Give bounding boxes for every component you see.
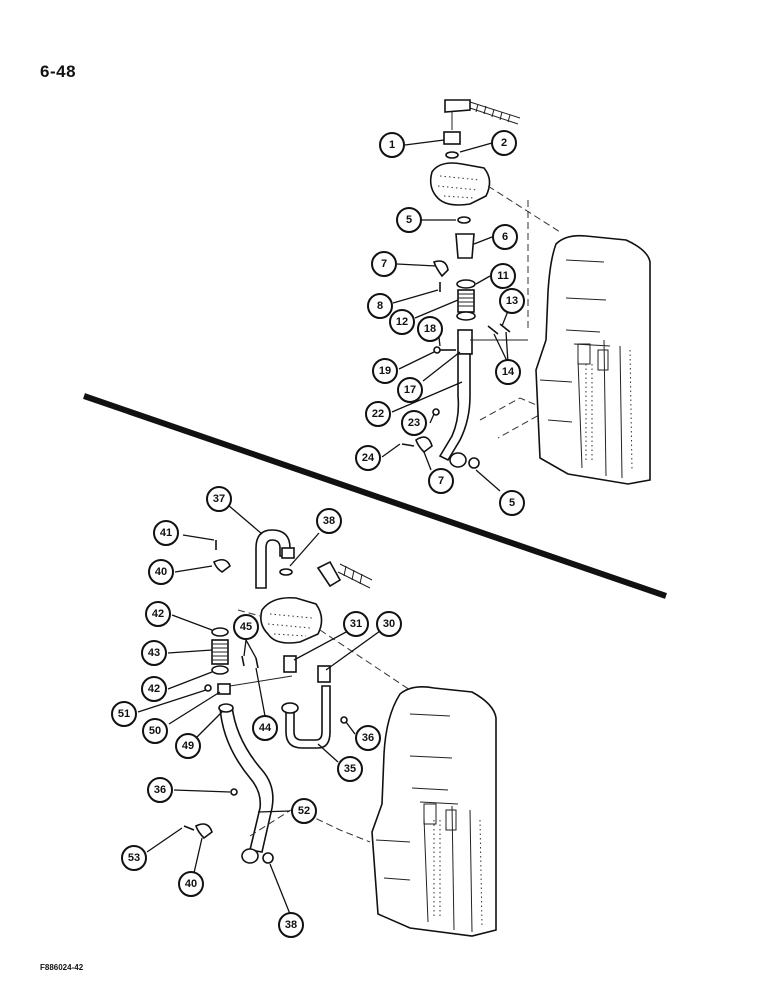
svg-text:37: 37	[213, 493, 225, 505]
callout-18: 18	[417, 316, 443, 342]
callout-35: 35	[337, 756, 363, 782]
svg-text:51: 51	[118, 708, 130, 720]
callout-43: 43	[141, 640, 167, 666]
callout-44: 44	[252, 715, 278, 741]
svg-text:22: 22	[372, 408, 384, 420]
callout-37: 37	[206, 486, 232, 512]
svg-text:31: 31	[350, 618, 362, 630]
callout-22: 22	[365, 401, 391, 427]
svg-text:38: 38	[323, 515, 335, 527]
callout-49: 49	[175, 733, 201, 759]
svg-text:30: 30	[383, 618, 395, 630]
callout-1: 1	[379, 132, 405, 158]
callout-42: 42	[145, 601, 171, 627]
svg-text:52: 52	[298, 805, 310, 817]
svg-text:23: 23	[408, 417, 420, 429]
svg-text:5: 5	[406, 214, 412, 226]
callout-13: 13	[499, 288, 525, 314]
callout-5b: 5	[499, 490, 525, 516]
svg-text:13: 13	[506, 295, 518, 307]
section-divider	[83, 393, 667, 599]
svg-text:40: 40	[155, 566, 167, 578]
svg-text:11: 11	[497, 270, 509, 282]
callout-5: 5	[396, 207, 422, 233]
callout-30: 30	[376, 611, 402, 637]
callout-11: 11	[490, 263, 516, 289]
svg-text:14: 14	[502, 366, 515, 378]
svg-text:8: 8	[377, 300, 383, 312]
svg-text:1: 1	[389, 139, 395, 151]
figure-code: F886024-42	[40, 963, 84, 972]
svg-text:7: 7	[381, 258, 387, 270]
svg-text:17: 17	[404, 384, 416, 396]
callout-23: 23	[401, 410, 427, 436]
svg-text:24: 24	[362, 452, 375, 464]
callout-36: 36	[147, 777, 173, 803]
svg-text:44: 44	[259, 722, 272, 734]
upper-callouts: 1 2 5 6 7 11 8 13 12 18 19 14 17 22 23 2…	[355, 130, 525, 516]
page-number: 6-48	[40, 62, 77, 81]
svg-text:49: 49	[182, 740, 194, 752]
callout-7: 7	[371, 251, 397, 277]
svg-text:53: 53	[128, 852, 140, 864]
callout-52: 52	[291, 798, 317, 824]
lower-callouts: 37 41 38 40 42 45 31 30 43 42 51 44 50 4…	[111, 486, 402, 938]
callout-6: 6	[492, 224, 518, 250]
callout-24: 24	[355, 445, 381, 471]
svg-text:42: 42	[152, 608, 164, 620]
svg-text:41: 41	[160, 527, 172, 539]
svg-text:6: 6	[502, 231, 508, 243]
svg-text:40: 40	[185, 878, 197, 890]
callout-42b: 42	[141, 676, 167, 702]
svg-text:36: 36	[362, 732, 374, 744]
callout-2: 2	[491, 130, 517, 156]
svg-text:18: 18	[424, 323, 436, 335]
svg-text:42: 42	[148, 683, 160, 695]
callout-14: 14	[495, 359, 521, 385]
callout-31: 31	[343, 611, 369, 637]
callout-19: 19	[372, 358, 398, 384]
callout-12: 12	[389, 309, 415, 335]
callout-38: 38	[316, 508, 342, 534]
callout-51: 51	[111, 701, 137, 727]
callout-41: 41	[153, 520, 179, 546]
callout-17: 17	[397, 377, 423, 403]
callout-40b: 40	[178, 871, 204, 897]
svg-text:12: 12	[396, 316, 408, 328]
svg-text:2: 2	[501, 137, 507, 149]
callout-45: 45	[233, 614, 259, 640]
svg-text:35: 35	[344, 763, 356, 775]
svg-text:43: 43	[148, 647, 160, 659]
leader-lines	[137, 139, 513, 915]
callout-40: 40	[148, 559, 174, 585]
svg-text:38: 38	[285, 919, 297, 931]
callout-36b: 36	[355, 725, 381, 751]
callout-50: 50	[142, 718, 168, 744]
callout-7b: 7	[428, 468, 454, 494]
svg-text:50: 50	[149, 725, 161, 737]
svg-text:5: 5	[509, 497, 515, 509]
svg-text:7: 7	[438, 475, 444, 487]
svg-text:36: 36	[154, 784, 166, 796]
callout-53: 53	[121, 845, 147, 871]
lower-assembly	[183, 529, 497, 937]
svg-text:45: 45	[240, 621, 252, 633]
callout-8: 8	[367, 293, 393, 319]
callout-38b: 38	[278, 912, 304, 938]
svg-text:19: 19	[379, 365, 391, 377]
upper-assembly	[401, 99, 651, 485]
